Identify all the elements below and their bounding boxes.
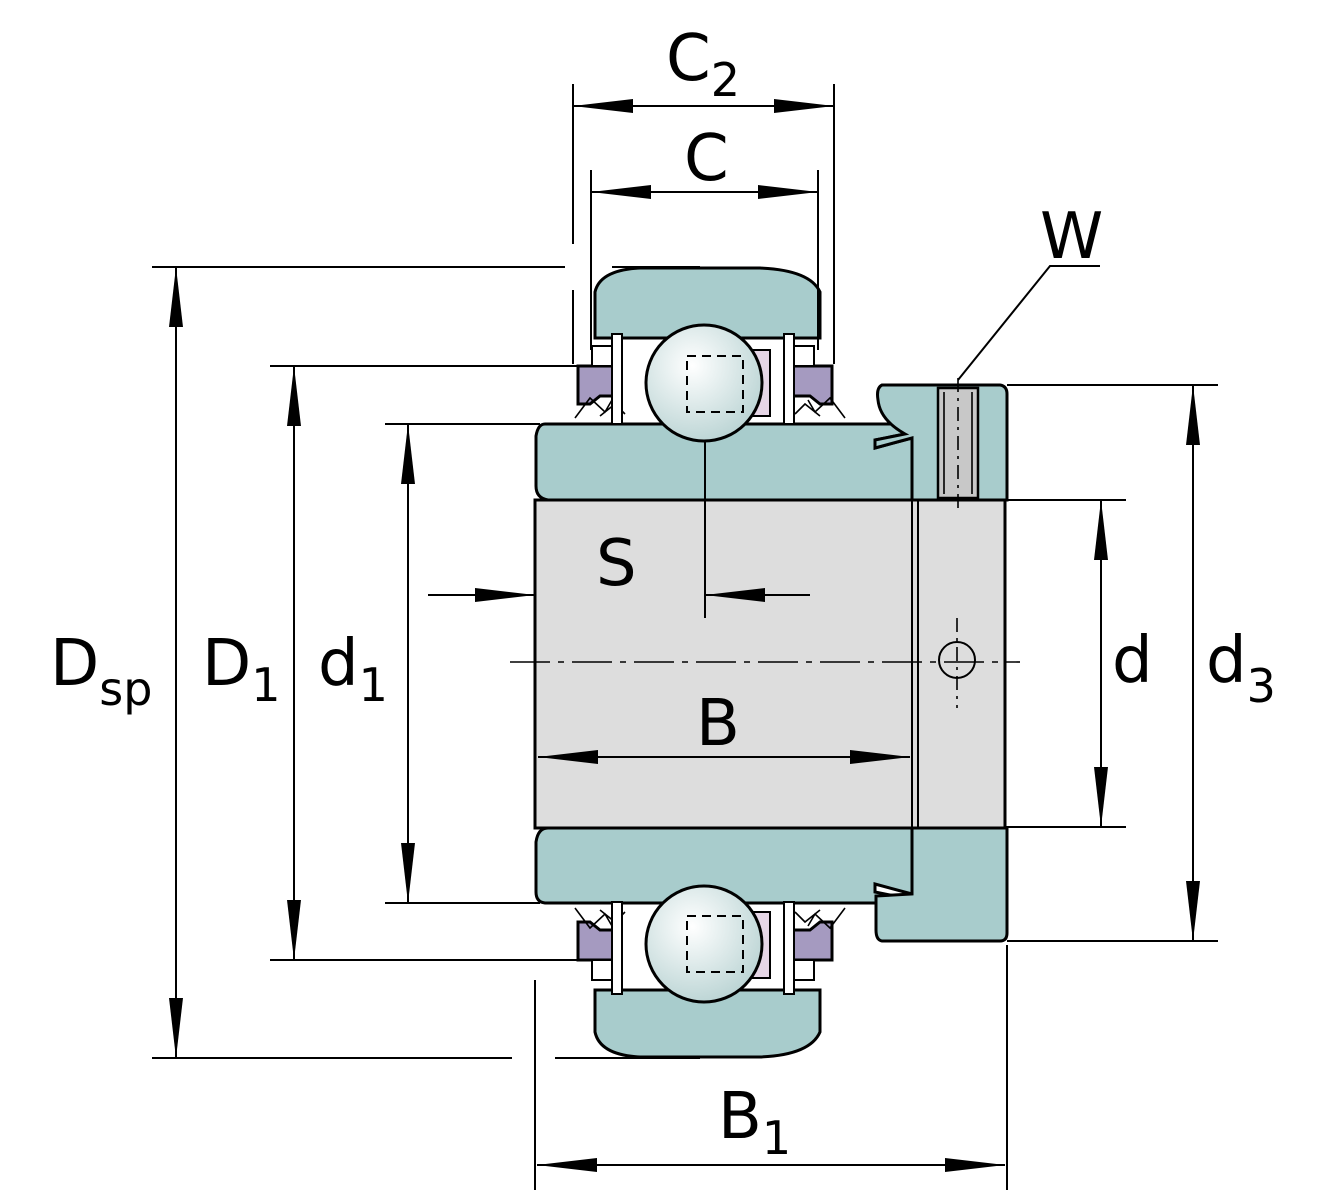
seal-top — [574, 333, 846, 425]
bearing-parts — [533, 266, 1009, 1059]
dimension-lines — [152, 84, 1218, 1190]
ball-bottom — [644, 884, 764, 1004]
label-dsp: Dsp — [50, 627, 152, 716]
outer-ring-bottom — [593, 988, 822, 1059]
label-d: d — [1112, 624, 1153, 698]
label-w: W — [1040, 200, 1103, 274]
collar-hole — [938, 618, 976, 708]
label-d1-inner: d1 — [318, 627, 388, 712]
bore-area — [533, 498, 1007, 830]
seal-bottom — [574, 901, 846, 995]
dimension-labels: C2 C W S B B1 Dsp D1 d1 d d3 — [50, 22, 1276, 1165]
label-c: C — [684, 122, 729, 196]
label-c2: C2 — [666, 22, 740, 107]
label-s: S — [596, 527, 637, 601]
outer-ring-top — [593, 266, 822, 340]
label-d3: d3 — [1206, 624, 1276, 713]
ball-top — [644, 323, 764, 443]
label-d1-outer: D1 — [202, 627, 281, 712]
locking-collar-bottom — [874, 826, 1009, 943]
label-b1: B1 — [718, 1080, 791, 1165]
label-b: B — [696, 687, 740, 761]
